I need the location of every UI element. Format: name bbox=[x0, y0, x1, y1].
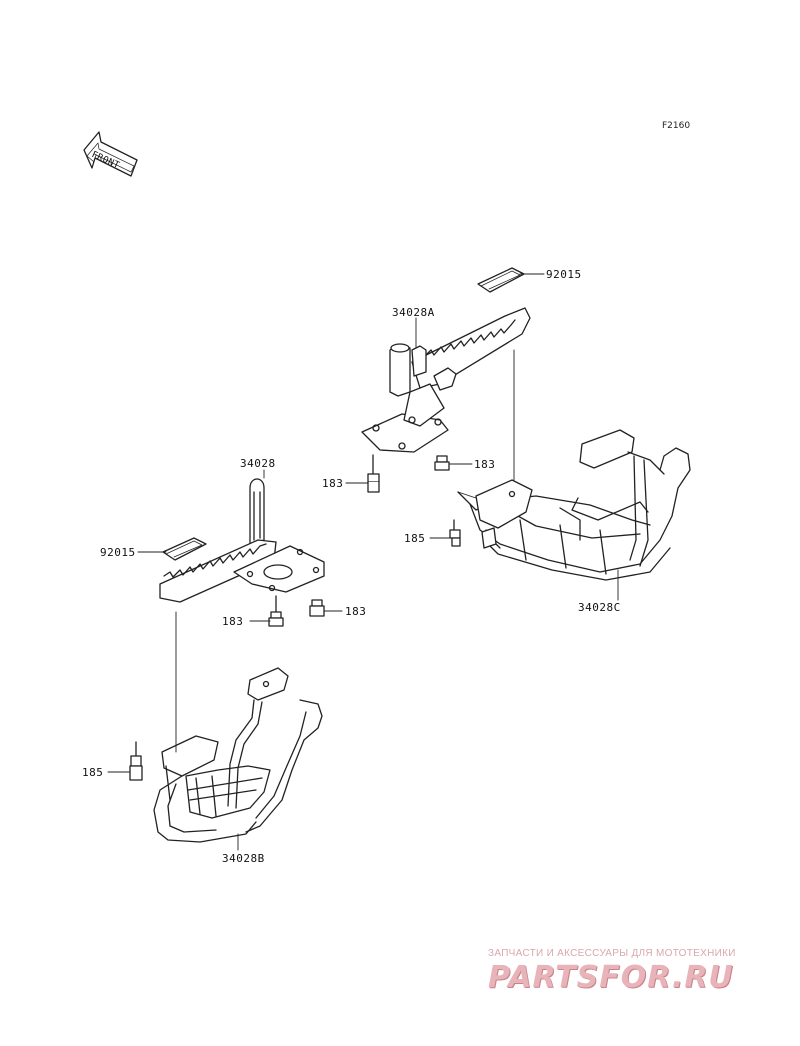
front-arrow-icon bbox=[83, 131, 138, 177]
watermark-tagline: ЗАПЧАСТИ И АКСЕССУАРЫ ДЛЯ МОТОТЕХНИКИ bbox=[488, 948, 736, 959]
label-34028B: 34028B bbox=[222, 852, 265, 865]
label-183-d: 183 bbox=[345, 605, 367, 618]
guard-34028B bbox=[153, 667, 323, 843]
bolt-183-c bbox=[268, 595, 284, 627]
step-34028A bbox=[361, 267, 531, 453]
leader-lines bbox=[107, 273, 619, 851]
step-34028 bbox=[159, 478, 325, 603]
bolt-183-d bbox=[309, 599, 325, 617]
bolt-185-a bbox=[449, 519, 461, 547]
bolt-185-b bbox=[129, 741, 143, 781]
label-34028C: 34028C bbox=[578, 601, 621, 614]
bolt-183-a bbox=[367, 454, 380, 493]
label-92015-a: 92015 bbox=[546, 268, 582, 281]
label-34028A: 34028A bbox=[392, 306, 435, 319]
label-183-c: 183 bbox=[222, 615, 244, 628]
label-183-a: 183 bbox=[322, 477, 344, 490]
diagram-code: F2160 bbox=[662, 121, 691, 131]
label-183-b: 183 bbox=[474, 458, 496, 471]
label-185-a: 185 bbox=[404, 532, 426, 545]
bolt-183-b bbox=[434, 455, 450, 471]
watermark-logo: PARTSFOR.RU bbox=[488, 960, 734, 995]
label-185-b: 185 bbox=[82, 766, 104, 779]
guard-34028C bbox=[457, 429, 691, 581]
label-34028: 34028 bbox=[240, 457, 276, 470]
label-92015-b: 92015 bbox=[100, 546, 136, 559]
